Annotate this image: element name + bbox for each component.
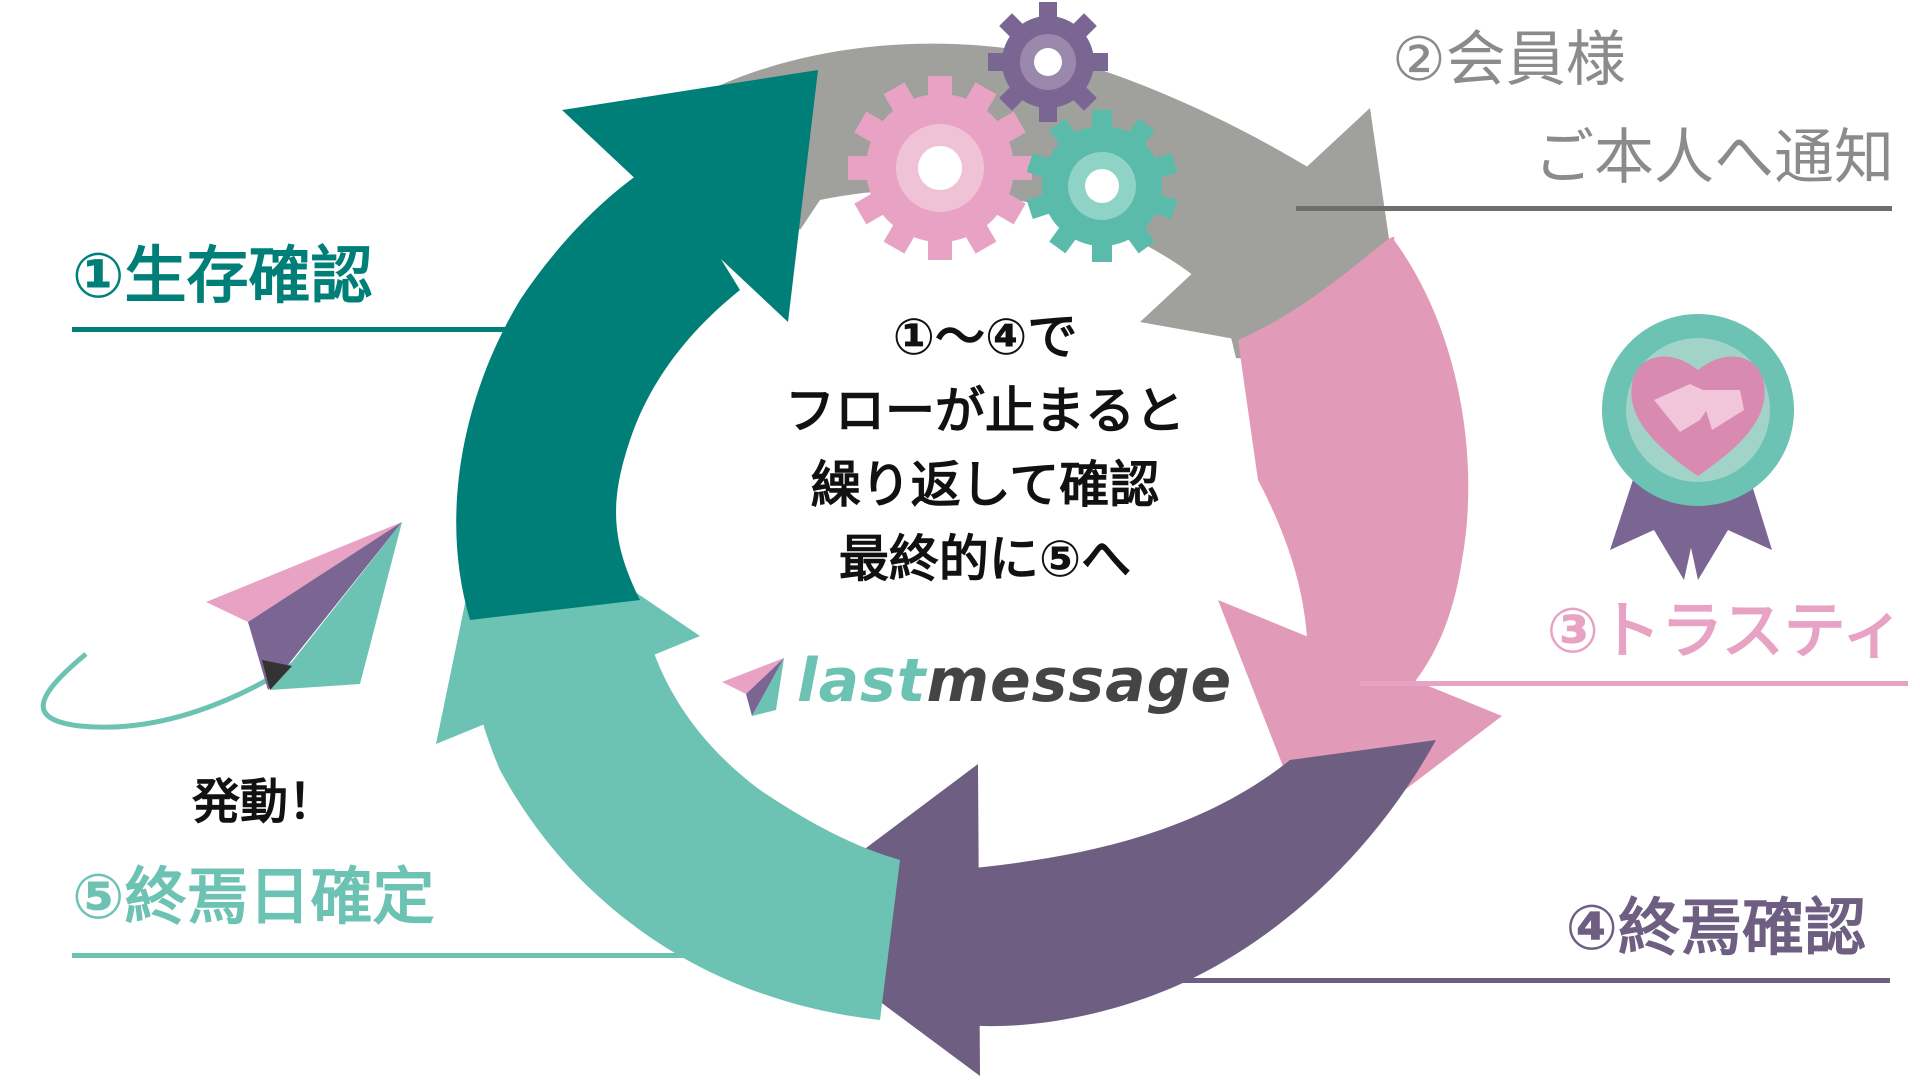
arrow-step4-purple — [954, 740, 1436, 1027]
step-5-rule — [72, 953, 762, 958]
arrowhead-step3-pink — [1218, 600, 1502, 856]
center-description: ①〜④で フローが止まると 繰り返して確認 最終的に⑤へ — [690, 300, 1280, 596]
logo-plane-icon — [722, 658, 784, 716]
center-line-3: 繰り返して確認 — [810, 456, 1160, 514]
step-2-rule — [1296, 206, 1892, 211]
step-3-label: ③トラスティ — [1546, 594, 1904, 667]
logo-word-message: message — [926, 646, 1233, 716]
step-4-rule — [1106, 978, 1890, 983]
arrow-step1-teal-dark — [456, 160, 740, 620]
step-4-label: ④終焉確認 — [1565, 891, 1867, 964]
gear-icon-purple — [988, 2, 1108, 122]
gear-icon-pink — [848, 76, 1032, 260]
center-line-4: 最終的に⑤へ — [838, 530, 1132, 588]
arrowhead-step1-teal-dark — [562, 70, 818, 322]
paper-plane-icon — [40, 522, 402, 730]
step-2-label-line2: ご本人へ通知 — [1534, 123, 1894, 193]
brand-logo: lastmessage — [797, 651, 1232, 711]
step-2-label-line1: ②会員様 — [1392, 25, 1626, 95]
step-1-rule — [72, 327, 534, 332]
medal-heart-handshake-icon — [1602, 314, 1794, 580]
center-line-2: フローが止まると — [785, 382, 1185, 440]
arrow-step3-pink — [1238, 236, 1469, 728]
center-line-1: ①〜④で — [892, 308, 1078, 366]
gear-icon-teal — [1026, 110, 1178, 262]
trigger-label: 発動！ — [192, 774, 337, 830]
step-1-label: ①生存確認 — [72, 239, 373, 312]
logo-word-last: last — [797, 646, 927, 716]
step-5-label: ⑤終焉日確定 — [72, 860, 435, 933]
step-3-rule — [1360, 681, 1908, 686]
